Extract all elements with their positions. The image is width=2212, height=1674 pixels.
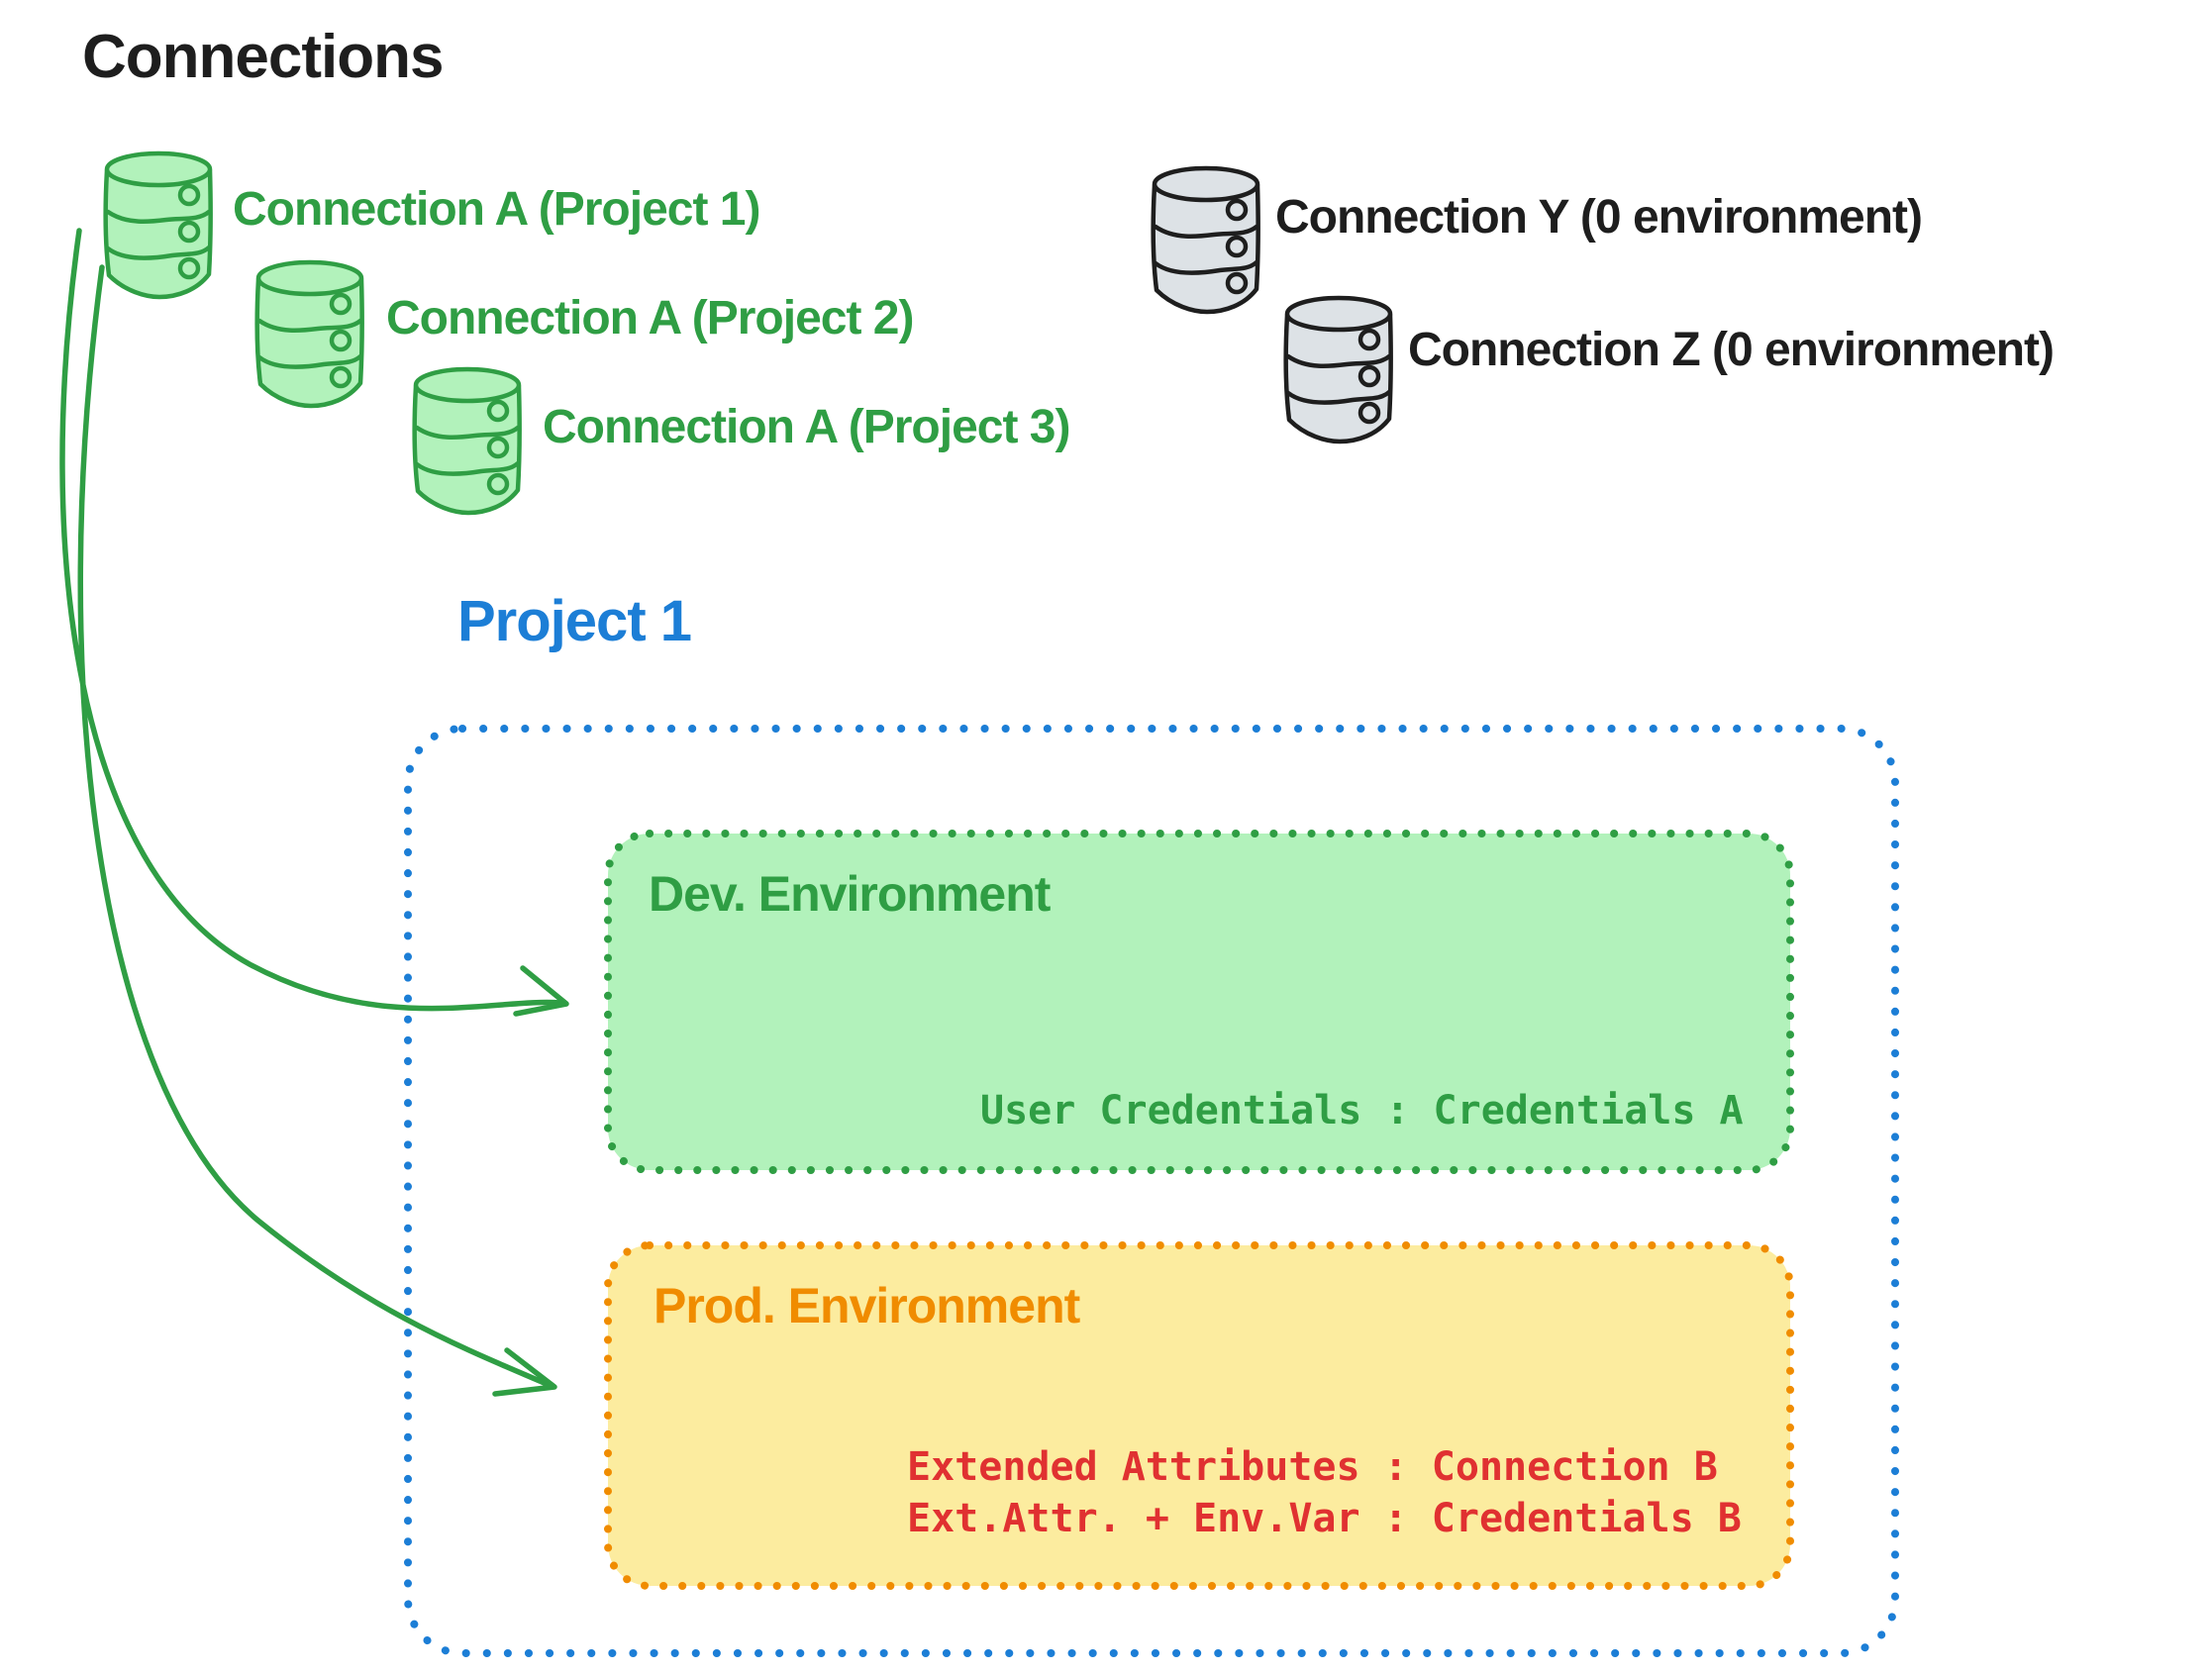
database-icon-connection-a-project-3	[414, 369, 520, 513]
dev-environment-box	[604, 830, 1794, 1174]
prod-mapping-ext-attr-env-var: Ext.Attr. + Env.Var : Credentials B	[907, 1496, 1742, 1541]
database-icon-connection-a-project-2	[256, 262, 362, 406]
arrow-connection-a-to-dev-environment	[59, 228, 569, 1017]
diagram-title: Connections	[82, 23, 444, 91]
database-icon-connection-z	[1285, 298, 1391, 442]
dev-environment-credentials-mapping: User Credentials : Credentials A	[980, 1088, 1744, 1133]
connection-a-project-2-label: Connection A (Project 2)	[386, 292, 914, 345]
project-1-title: Project 1	[457, 589, 692, 653]
dev-environment-title: Dev. Environment	[649, 866, 1051, 922]
prod-environment-title: Prod. Environment	[654, 1278, 1080, 1333]
connection-a-project-3-label: Connection A (Project 3)	[543, 401, 1070, 453]
prod-environment-box	[604, 1241, 1794, 1590]
connection-y-label: Connection Y (0 environment)	[1275, 191, 1923, 244]
arrow-connection-a-to-prod-environment	[77, 264, 557, 1397]
prod-mapping-extended-attributes: Extended Attributes : Connection B	[907, 1444, 1718, 1490]
database-icon-connection-y	[1153, 168, 1258, 312]
connection-z-label: Connection Z (0 environment)	[1408, 324, 2055, 376]
prod-environment-credentials-mappings: Extended Attributes : Connection B Ext.A…	[907, 1441, 1742, 1544]
connection-a-project-1-label: Connection A (Project 1)	[233, 183, 760, 236]
project-1-box	[404, 725, 1899, 1657]
database-icon-connection-a-project-1	[105, 153, 211, 297]
